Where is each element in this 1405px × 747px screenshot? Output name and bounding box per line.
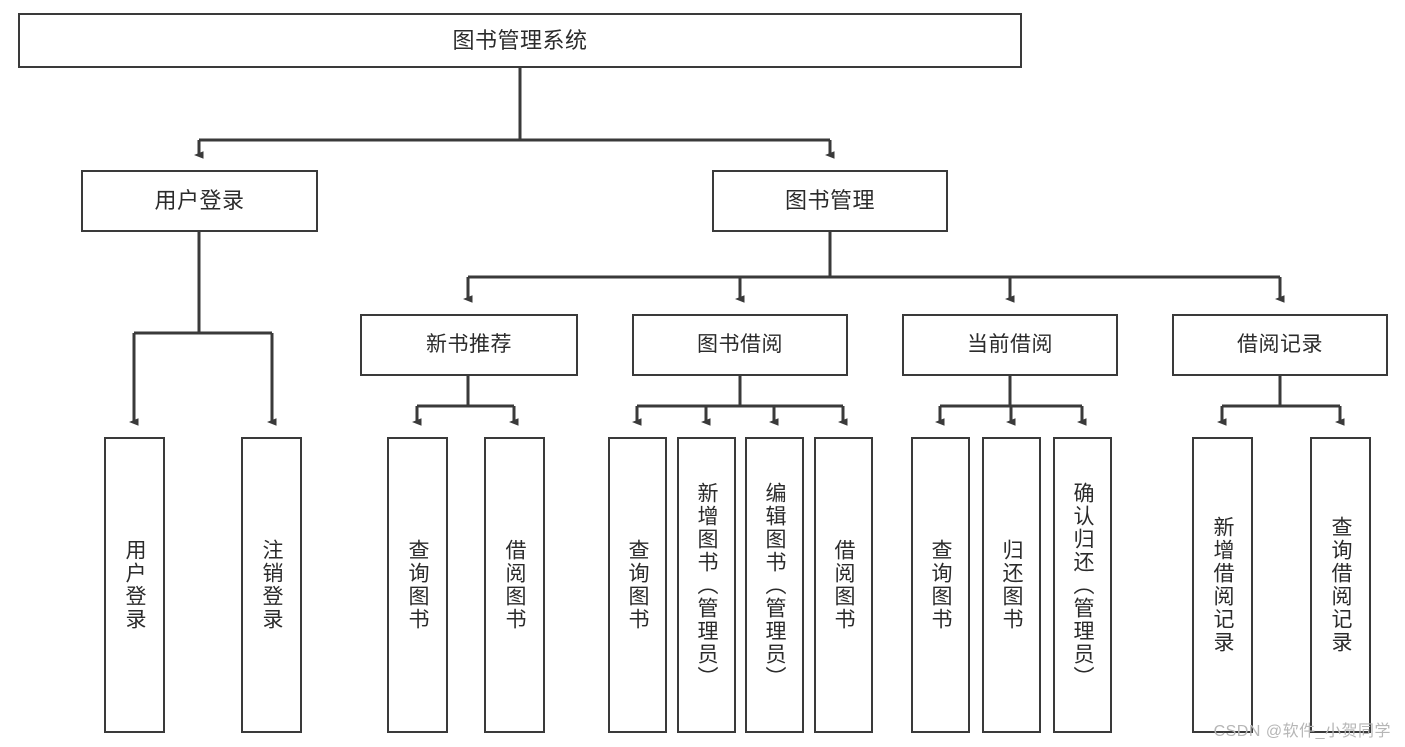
node-leaf-current-query-book[interactable]: 查询图书	[911, 437, 970, 733]
node-root-system[interactable]: 图书管理系统	[18, 13, 1022, 68]
node-label: 用户登录	[154, 188, 245, 214]
node-leaf-borrow-query-book[interactable]: 查询图书	[608, 437, 667, 733]
node-label: 新增图书（管理员）	[695, 481, 719, 689]
node-user-login[interactable]: 用户登录	[81, 170, 318, 232]
node-label: 确认归还（管理员）	[1071, 481, 1095, 689]
node-leaf-borrow-add-book[interactable]: 新增图书（管理员）	[677, 437, 736, 733]
node-leaf-current-return-book[interactable]: 归还图书	[982, 437, 1041, 733]
node-leaf-record-add[interactable]: 新增借阅记录	[1192, 437, 1253, 733]
node-new-book-recommend[interactable]: 新书推荐	[360, 314, 578, 376]
node-book-manage[interactable]: 图书管理	[712, 170, 948, 232]
node-leaf-current-confirm-return[interactable]: 确认归还（管理员）	[1053, 437, 1112, 733]
node-borrow-record[interactable]: 借阅记录	[1172, 314, 1388, 376]
node-label: 编辑图书（管理员）	[763, 481, 787, 689]
csdn-watermark: CSDN @软件_小贺同学	[1213, 723, 1391, 740]
node-label: 新书推荐	[426, 332, 512, 356]
node-label: 借阅记录	[1237, 332, 1323, 356]
node-leaf-recommend-borrow-book[interactable]: 借阅图书	[484, 437, 545, 733]
node-label: 查询借阅记录	[1329, 516, 1353, 654]
node-label: 借阅图书	[832, 539, 856, 631]
node-label: 用户登录	[123, 539, 147, 631]
node-label: 新增借阅记录	[1211, 516, 1235, 654]
node-label: 当前借阅	[967, 332, 1053, 356]
node-label: 注销登录	[260, 539, 284, 631]
node-leaf-borrow-edit-book[interactable]: 编辑图书（管理员）	[745, 437, 804, 733]
node-book-borrow[interactable]: 图书借阅	[632, 314, 848, 376]
node-leaf-user-logout[interactable]: 注销登录	[241, 437, 302, 733]
node-label: 归还图书	[1000, 539, 1024, 631]
node-leaf-user-login[interactable]: 用户登录	[104, 437, 165, 733]
node-label: 查询图书	[406, 539, 430, 631]
node-label: 图书借阅	[697, 332, 783, 356]
node-current-borrow[interactable]: 当前借阅	[902, 314, 1118, 376]
node-label: 图书管理	[784, 188, 875, 214]
node-leaf-recommend-query-book[interactable]: 查询图书	[387, 437, 448, 733]
node-label: 查询图书	[626, 539, 650, 631]
node-leaf-record-query[interactable]: 查询借阅记录	[1310, 437, 1371, 733]
node-label: 借阅图书	[503, 539, 527, 631]
node-label: 查询图书	[929, 539, 953, 631]
node-leaf-borrow-borrow-book[interactable]: 借阅图书	[814, 437, 873, 733]
node-label: 图书管理系统	[452, 27, 588, 53]
